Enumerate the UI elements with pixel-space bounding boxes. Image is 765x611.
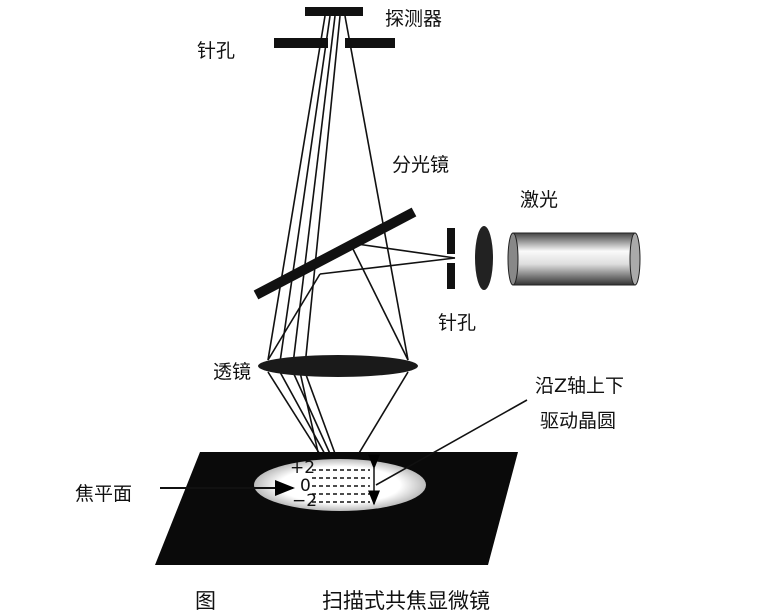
label-detector: 探测器: [385, 8, 443, 30]
label-z-drive-2: 驱动晶圆: [540, 410, 617, 432]
laser-lens: [475, 226, 493, 290]
laser: [507, 232, 641, 286]
beamsplitter: [253, 207, 417, 300]
label-minus2: −2: [292, 491, 318, 511]
z-drive-leader: [375, 399, 528, 486]
label-laser: 激光: [520, 189, 559, 211]
detector: [305, 7, 363, 16]
label-pinhole-right: 针孔: [438, 312, 477, 334]
wafer: [254, 459, 426, 511]
caption-title: 扫描式共焦显微镜: [322, 589, 490, 611]
label-lens: 透镜: [213, 361, 252, 383]
light-rays: [267, 15, 456, 479]
label-pinhole-top: 针孔: [197, 40, 236, 62]
focal-planes: [312, 469, 370, 503]
pinhole-top: [274, 38, 395, 48]
label-zero: 0: [300, 476, 311, 496]
label-focal-plane: 焦平面: [75, 483, 133, 505]
label-plus2: +2: [290, 458, 316, 478]
caption-fig: 图: [195, 589, 216, 611]
label-z-drive-1: 沿Z轴上下: [535, 375, 625, 397]
pinhole-right: [447, 228, 455, 289]
objective-lens: [258, 355, 418, 377]
label-beamsplitter: 分光镜: [392, 154, 450, 176]
